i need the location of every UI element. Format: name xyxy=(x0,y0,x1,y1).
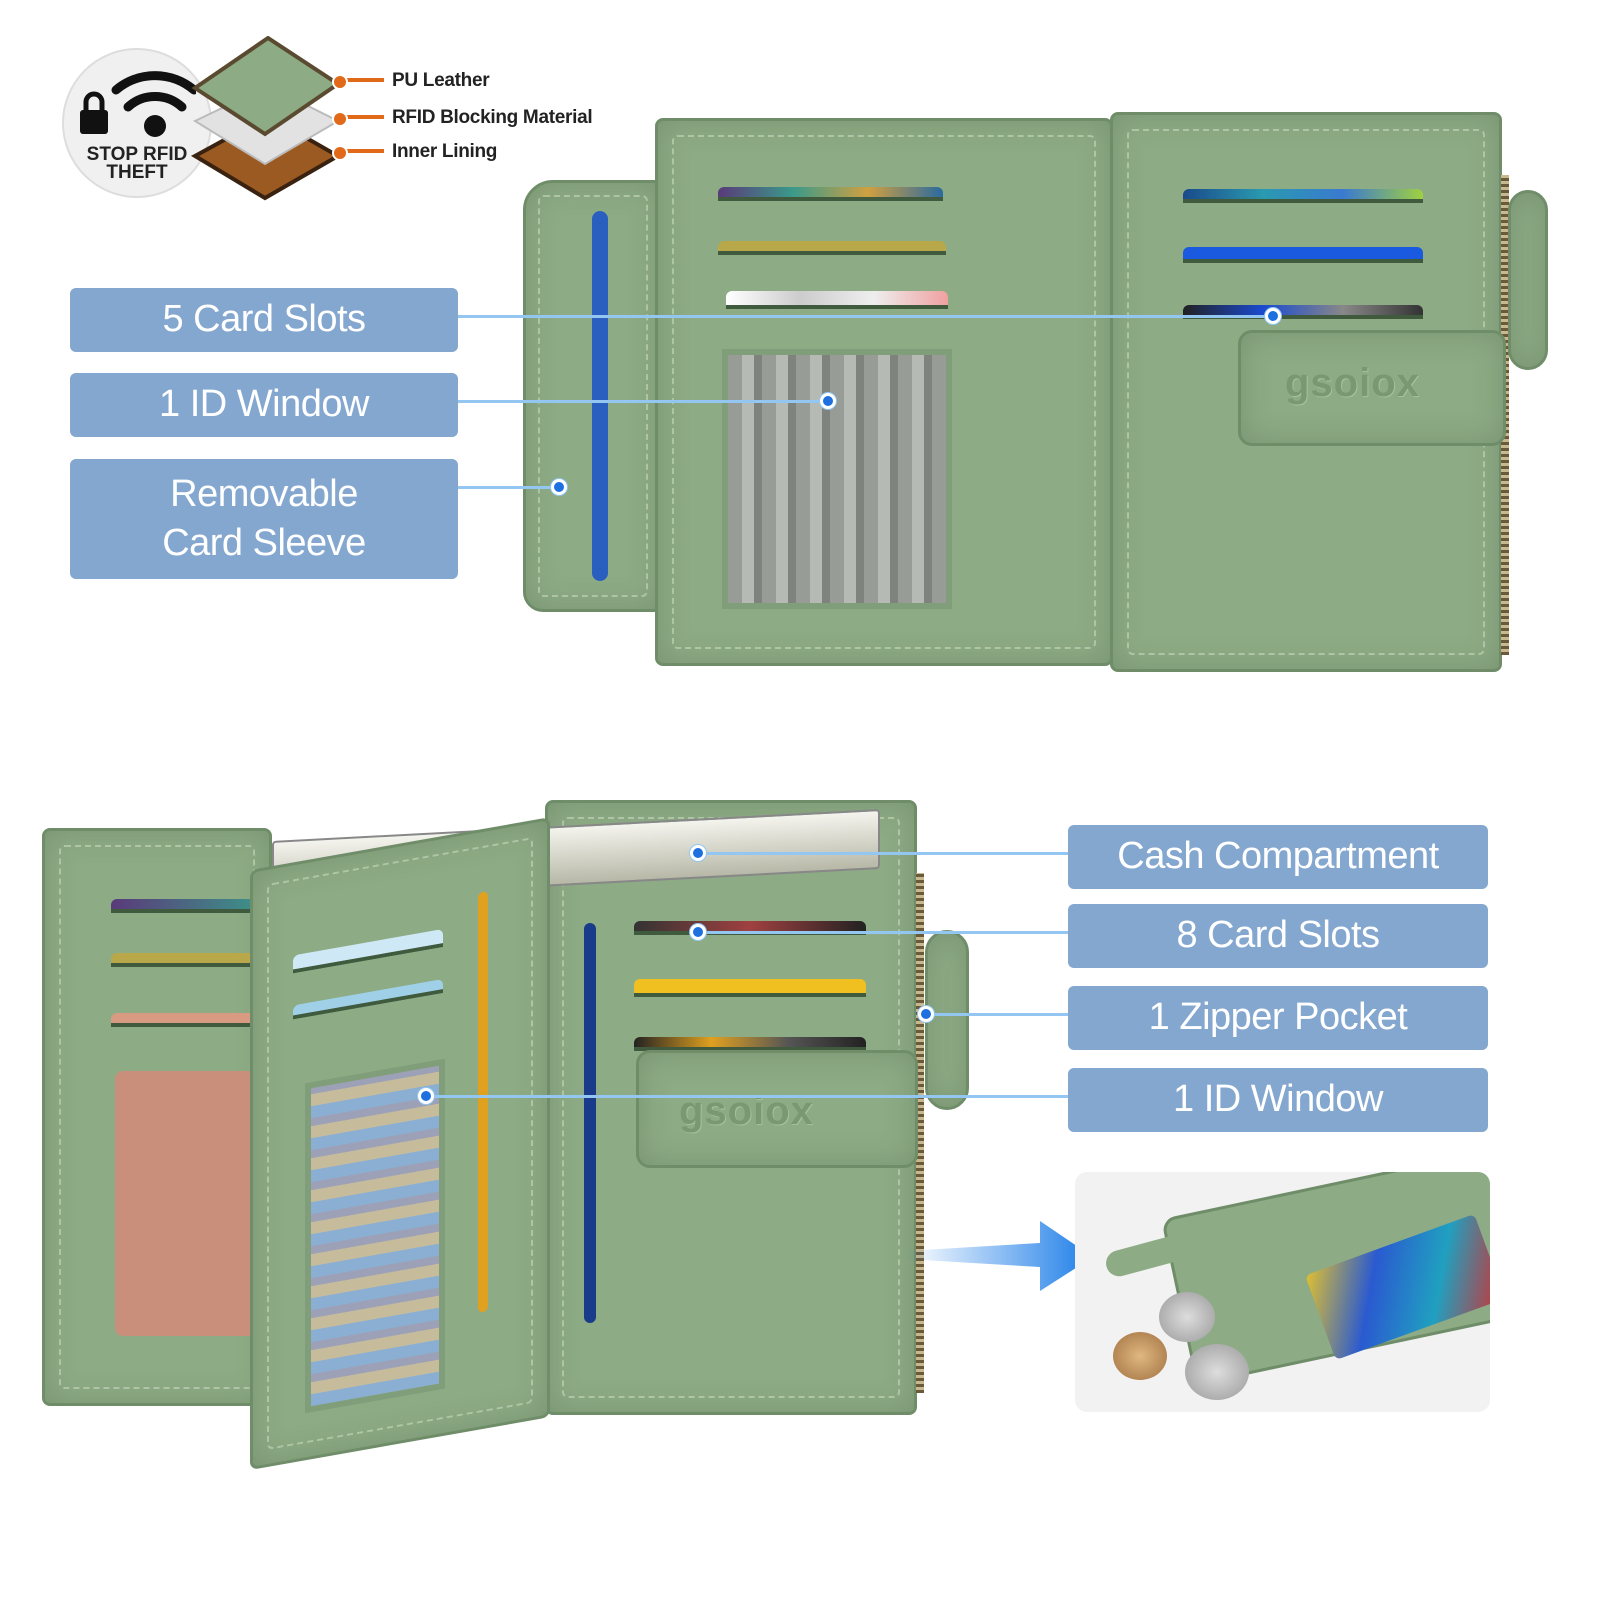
wifi-lock-icon xyxy=(80,71,196,137)
id-window xyxy=(722,349,952,609)
id-window-bottom xyxy=(305,1058,445,1414)
callout-text: Cash Compartment xyxy=(1117,835,1439,878)
callout-line xyxy=(458,486,558,489)
callout-8-card-slots: 8 Card Slots xyxy=(1068,904,1488,968)
coin xyxy=(1159,1292,1215,1342)
callout-dot xyxy=(820,393,836,409)
callout-text: 5 Card Slots xyxy=(162,298,366,341)
layer-label-pu-leather: PU Leather xyxy=(392,70,490,91)
coin xyxy=(1113,1332,1167,1380)
rfid-text-line2: THEFT xyxy=(106,162,168,183)
callout-line xyxy=(926,1013,1068,1016)
callout-1-zipper-pocket: 1 Zipper Pocket xyxy=(1068,986,1488,1050)
layer-pointer xyxy=(332,145,384,161)
callout-line xyxy=(458,400,828,403)
brand-logo: gsoiox xyxy=(1285,361,1420,405)
callout-1-id-window-top: 1 ID Window xyxy=(70,373,458,437)
callout-dot xyxy=(690,924,706,940)
callout-dot xyxy=(918,1006,934,1022)
callout-5-card-slots: 5 Card Slots xyxy=(70,288,458,352)
callout-text: Card Sleeve xyxy=(162,522,366,564)
removable-card-sleeve xyxy=(523,180,663,612)
callout-text: 1 ID Window xyxy=(1173,1078,1383,1121)
top-wallet-left-panel xyxy=(655,118,1113,666)
snap-tab[interactable]: gsoiox xyxy=(1238,330,1506,446)
callout-dot xyxy=(418,1088,434,1104)
callout-cash-compartment: Cash Compartment xyxy=(1068,825,1488,889)
callout-line xyxy=(698,931,1068,934)
coin xyxy=(1185,1344,1249,1400)
callout-line xyxy=(698,852,1068,855)
callout-dot xyxy=(1265,308,1281,324)
rfid-text-line1: STOP RFID xyxy=(86,144,188,165)
layer-label-rfid: RFID Blocking Material xyxy=(392,107,593,128)
callout-text: 8 Card Slots xyxy=(1176,914,1380,957)
bottom-zipper-pull[interactable] xyxy=(925,930,969,1110)
callout-line xyxy=(458,315,1273,318)
arrow-icon xyxy=(905,1221,1093,1291)
layer-label-inner-lining: Inner Lining xyxy=(392,141,498,162)
callout-1-id-window-bottom: 1 ID Window xyxy=(1068,1068,1488,1132)
layer-pointer xyxy=(332,74,384,90)
callout-text: 1 Zipper Pocket xyxy=(1148,996,1408,1039)
zipper-pocket-detail-photo xyxy=(1075,1172,1490,1412)
callout-removable-card-sleeve: Removable Card Sleeve xyxy=(70,459,458,579)
material-layers-illustration xyxy=(190,36,340,201)
callout-line xyxy=(426,1095,1068,1098)
bottom-snap-tab[interactable]: gsoiox xyxy=(636,1050,918,1168)
layer-pointer xyxy=(332,111,384,127)
callout-dot xyxy=(690,845,706,861)
callout-dot xyxy=(551,479,567,495)
bottom-wallet-left-panel xyxy=(42,828,272,1406)
bottom-wallet-middle-flap xyxy=(250,817,550,1470)
callout-text: Removable xyxy=(170,472,358,515)
zipper-pull[interactable] xyxy=(1508,190,1548,370)
rfid-badge: STOP RFID THEFT xyxy=(62,48,212,198)
callout-text: 1 ID Window xyxy=(159,383,369,426)
